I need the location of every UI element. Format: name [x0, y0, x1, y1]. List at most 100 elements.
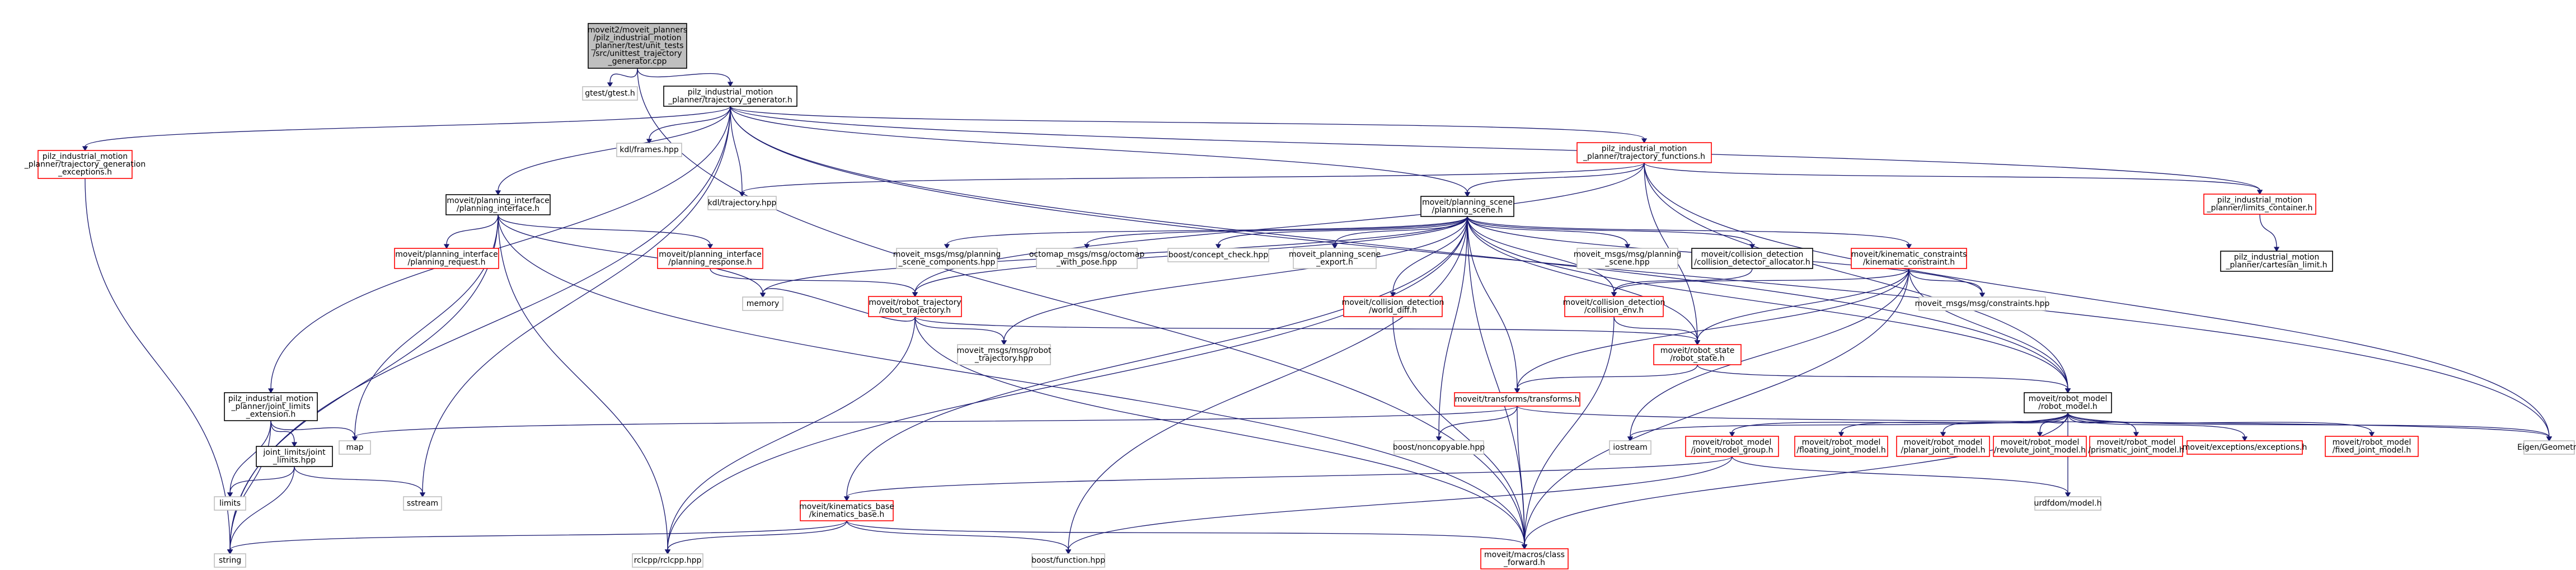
node-box[interactable]	[1896, 436, 1990, 457]
node-box[interactable]	[1794, 436, 1888, 457]
node-label-line: moveit/robot_model	[2097, 438, 2176, 447]
node-robot-state[interactable]: moveit/robot_state/robot_state.h	[1653, 344, 1742, 365]
node-box[interactable]	[2203, 194, 2316, 215]
node-box[interactable]	[2220, 251, 2333, 272]
node-box[interactable]	[1454, 392, 1580, 407]
node-label-line: joint_limits/joint	[262, 448, 326, 457]
node-label-line: /collision_env.h	[1584, 306, 1644, 315]
node-floating-jm[interactable]: moveit/robot_model/floating_joint_model.…	[1794, 436, 1888, 457]
node-label-line: pilz_industrial_motion	[2217, 196, 2302, 205]
node-box[interactable]	[224, 392, 318, 421]
node-traj-func[interactable]: pilz_industrial_motion_planner/trajector…	[1576, 142, 1712, 163]
node-label-line: _planner/joint_limits	[231, 402, 311, 411]
node-planning-request[interactable]: moveit/planning_interface/planning_reque…	[394, 248, 499, 269]
node-label-line: kdl/frames.hpp	[620, 145, 679, 154]
edge-jlimits_ext-to-jlimits	[270, 420, 298, 447]
node-jlimits-ext[interactable]: pilz_industrial_motion_planner/joint_lim…	[224, 392, 318, 421]
node-iostream: iostream	[1609, 440, 1651, 455]
node-label-line: moveit/robot_model	[2001, 438, 2080, 447]
node-box[interactable]	[445, 194, 551, 215]
node-robot-model[interactable]: moveit/robot_model/robot_model.h	[2024, 392, 2112, 413]
node-label-line: moveit/exceptions/exceptions.h	[2183, 443, 2307, 452]
node-box	[742, 296, 783, 311]
node-box[interactable]	[394, 248, 499, 269]
node-box[interactable]	[2186, 440, 2303, 455]
node-label-line: pilz_industrial_motion	[43, 152, 128, 161]
node-box[interactable]	[2024, 392, 2112, 413]
node-box[interactable]	[256, 446, 333, 467]
node-limits-container[interactable]: pilz_industrial_motion_planner/limits_co…	[2203, 194, 2316, 215]
node-transforms[interactable]: moveit/transforms/transforms.h	[1454, 392, 1580, 407]
node-concept-check: boost/concept_check.hpp	[1167, 248, 1269, 262]
node-label-line: _trajectory.hpp	[974, 354, 1033, 363]
edges-layer	[82, 68, 2552, 555]
node-world-diff[interactable]: moveit/collision_detection/world_diff.h	[1342, 296, 1444, 317]
edge-traj_gen-to-traj_gen_exc	[82, 106, 731, 152]
edge-kin_base-to-rclcpp	[664, 520, 847, 555]
node-planning-iface[interactable]: moveit/planning_interface/planning_inter…	[445, 194, 551, 215]
node-box[interactable]	[657, 248, 763, 269]
node-box[interactable]	[1343, 296, 1443, 317]
node-traj-gen[interactable]: pilz_industrial_motion_planner/trajector…	[663, 86, 797, 107]
node-map: map	[339, 440, 371, 455]
node-collision-env[interactable]: moveit/collision_detection/collision_env…	[1563, 296, 1665, 317]
node-box[interactable]	[1420, 196, 1514, 217]
node-prismatic-jm[interactable]: moveit/robot_model/prismatic_joint_model…	[2088, 436, 2184, 457]
node-box[interactable]	[868, 296, 962, 317]
edge-jmg-to-kin_base	[843, 456, 1733, 502]
node-kin-constraint[interactable]: moveit/kinematic_constraints/kinematic_c…	[1851, 248, 1967, 269]
node-label-line: /robot_trajectory.h	[879, 306, 951, 315]
node-class-forward[interactable]: moveit/macros/class_forward.h	[1480, 548, 1569, 569]
node-box[interactable]	[1993, 436, 2087, 457]
node-box[interactable]	[1564, 296, 1664, 317]
edge-robot_model-to-eigen	[2067, 412, 2552, 442]
node-label-line: kdl/trajectory.hpp	[708, 199, 777, 208]
node-planar-jm[interactable]: moveit/robot_model/planar_joint_model.h	[1896, 436, 1990, 457]
node-box[interactable]	[1480, 548, 1569, 569]
node-msg-ps-components: moveit_msgs/msg/planning_scene_component…	[893, 248, 1001, 269]
node-label-line: boost/noncopyable.hpp	[1393, 443, 1485, 452]
node-jlimits[interactable]: joint_limits/joint_limits.hpp	[256, 446, 333, 467]
node-limits: limits	[214, 496, 246, 511]
node-box[interactable]	[588, 23, 687, 69]
edge-world_diff-to-class_forward	[1392, 316, 1528, 550]
node-box[interactable]	[2325, 436, 2419, 457]
node-label-line: octomap_msgs/msg/octomap	[1029, 250, 1144, 259]
node-box[interactable]	[1851, 248, 1967, 269]
node-box	[2523, 440, 2575, 455]
edge-planning_scene-to-msg_ps	[1467, 216, 1631, 249]
node-memory: memory	[742, 296, 783, 311]
node-fixed-jm[interactable]: moveit/robot_model/fixed_joint_model.h	[2325, 436, 2419, 457]
node-jmg[interactable]: moveit/robot_model/joint_model_group.h	[1685, 436, 1779, 457]
edge-planning_scene-to-octomap	[1083, 216, 1468, 249]
node-revolute-jm[interactable]: moveit/robot_model/revolute_joint_model.…	[1993, 436, 2087, 457]
node-kin-base[interactable]: moveit/kinematics_base/kinematics_base.h	[799, 500, 894, 521]
node-label-line: moveit/collision_detection	[1342, 298, 1444, 307]
node-label-line: /pilz_industrial_motion	[593, 34, 681, 43]
node-box[interactable]	[1685, 436, 1779, 457]
node-box[interactable]	[37, 150, 133, 179]
edge-planning_iface-to-rclcpp	[498, 214, 671, 555]
edge-kin_constraint-to-robot_model	[1908, 268, 2071, 394]
node-root[interactable]: moveit2/moveit_planners/pilz_industrial_…	[588, 23, 687, 69]
node-box	[403, 496, 442, 511]
node-box[interactable]	[1576, 142, 1712, 163]
node-box[interactable]	[2089, 436, 2183, 457]
node-box[interactable]	[1691, 248, 1813, 269]
node-planning-scene[interactable]: moveit/planning_scene/planning_scene.h	[1420, 196, 1514, 217]
node-box[interactable]	[1653, 344, 1742, 365]
node-box	[1576, 248, 1678, 269]
node-traj-gen-exc[interactable]: pilz_industrial_motion_planner/trajector…	[24, 150, 146, 179]
node-exceptions[interactable]: moveit/exceptions/exceptions.h	[2183, 440, 2307, 455]
node-robot-trajectory[interactable]: moveit/robot_trajectory/robot_trajectory…	[868, 296, 962, 317]
node-label-line: _limits.hpp	[273, 456, 316, 465]
node-planning-response[interactable]: moveit/planning_interface/planning_respo…	[657, 248, 763, 269]
node-ps-export: moveit_planning_scene_export.h	[1289, 248, 1381, 269]
node-cartesian-limit[interactable]: pilz_industrial_motion_planner/cartesian…	[2220, 251, 2333, 272]
edge-kin_base-to-string	[227, 520, 847, 555]
node-label-line: /planar_joint_model.h	[1901, 446, 1986, 455]
node-box[interactable]	[663, 86, 797, 107]
node-cd-allocator[interactable]: moveit/collision_detection/collision_det…	[1691, 248, 1813, 269]
node-box[interactable]	[800, 500, 894, 521]
node-label-line: moveit2/moveit_planners	[588, 26, 687, 35]
